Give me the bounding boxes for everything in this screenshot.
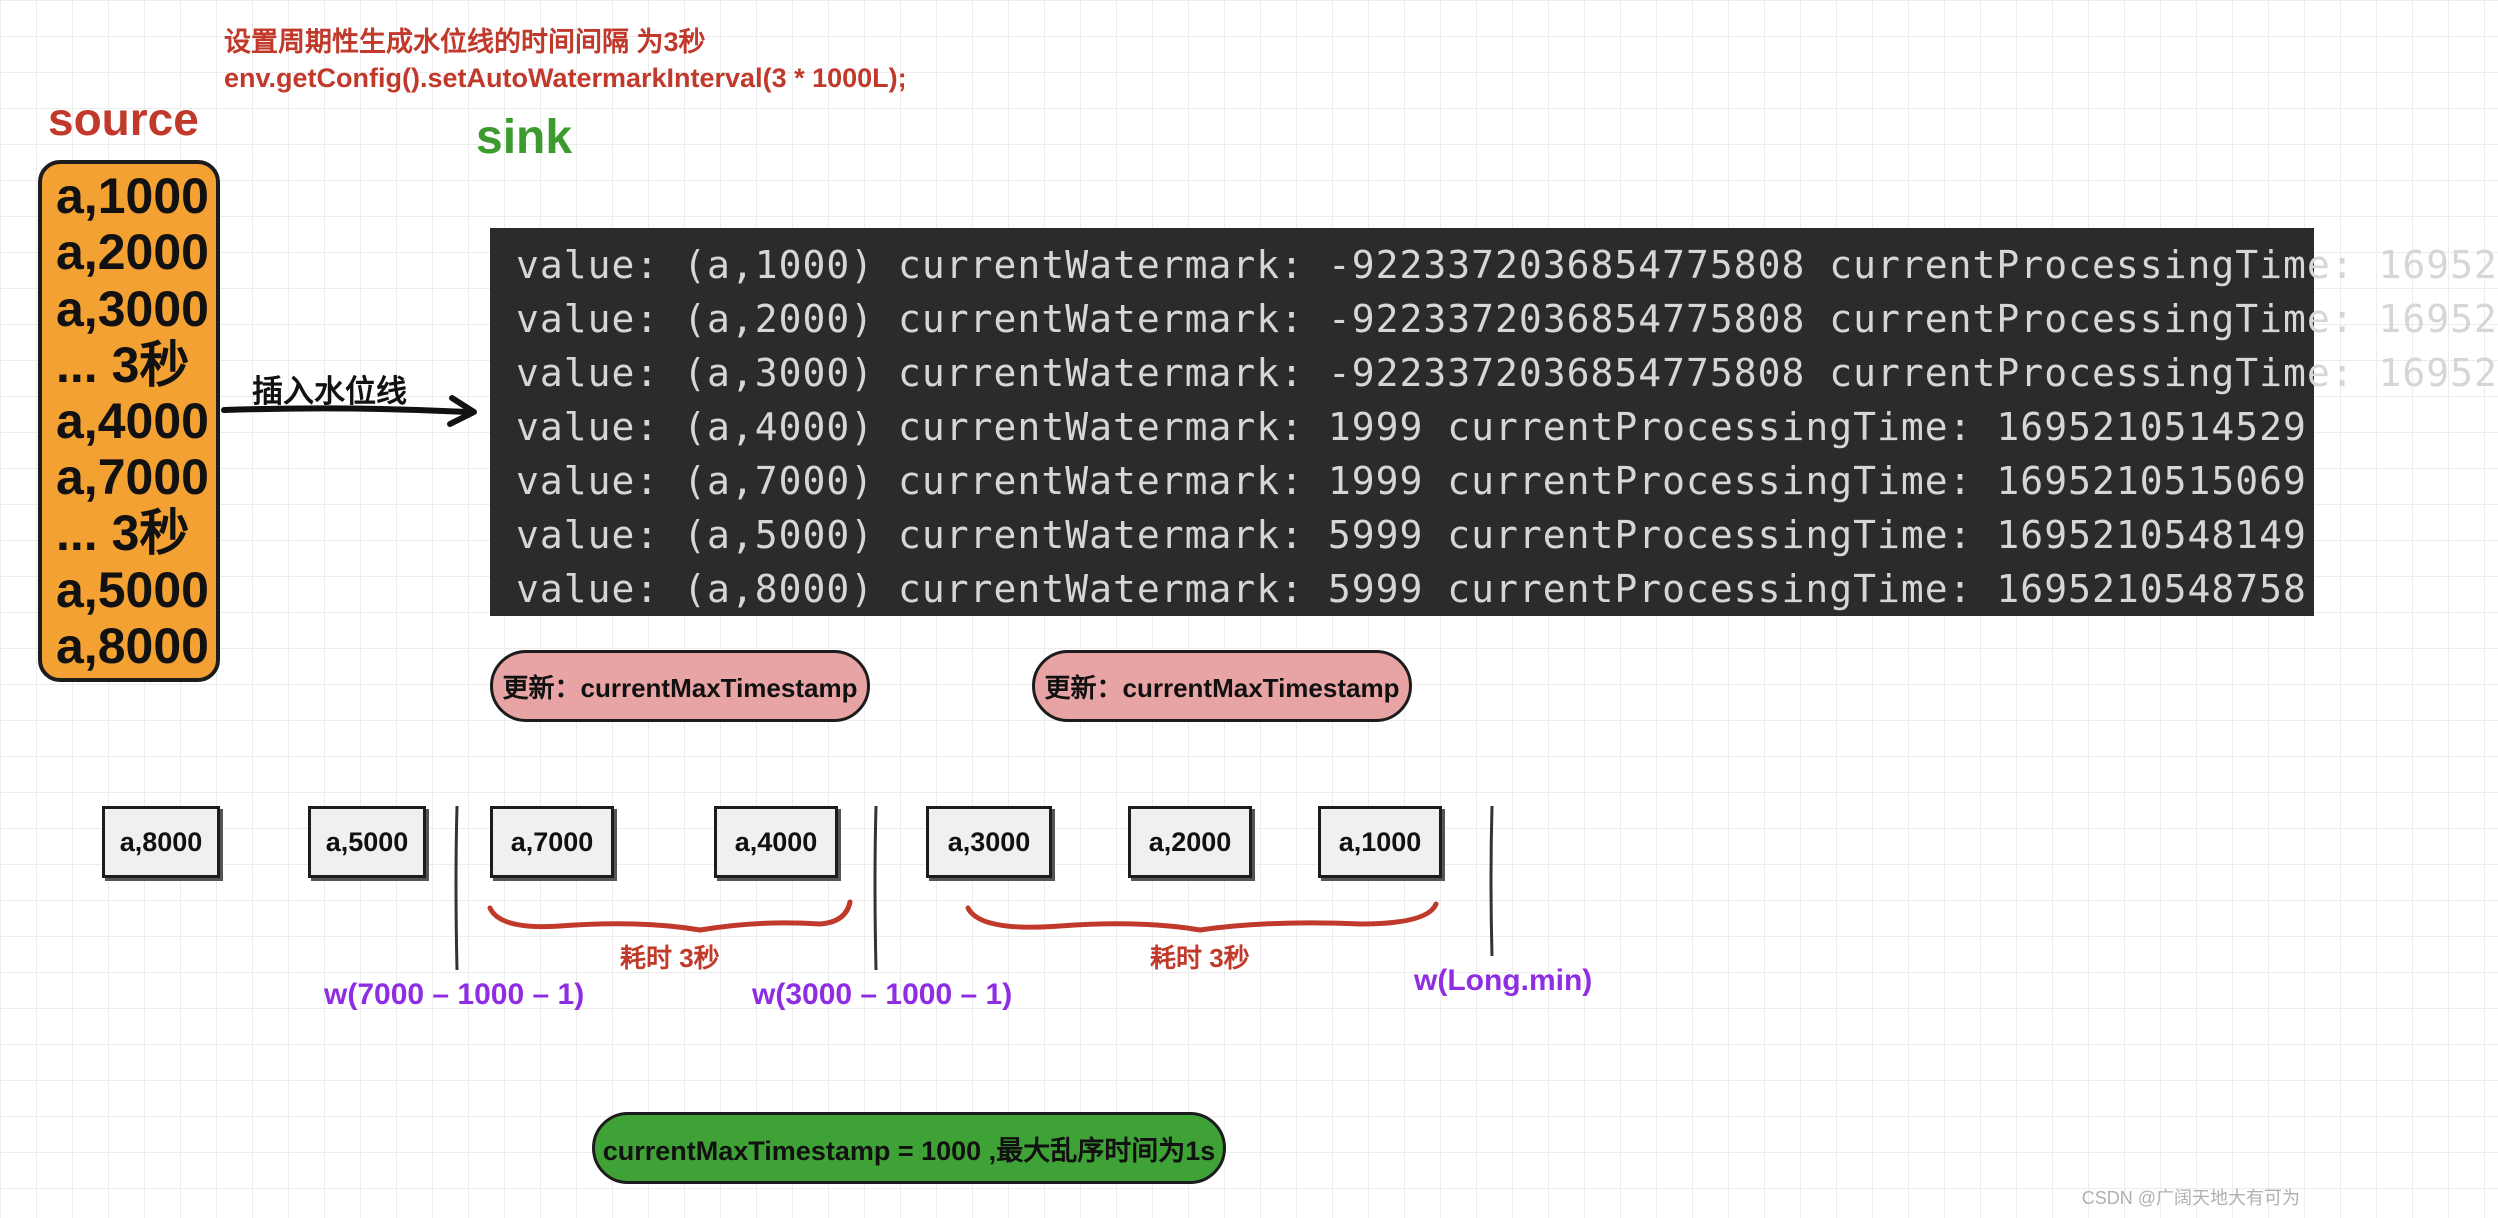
console-line: value: (a,7000) currentWatermark: 1999 c… [516, 459, 2307, 503]
diagram-overlay [221, 395, 1494, 971]
stream-event: a,3000 [926, 806, 1052, 878]
console-line: value: (a,8000) currentWatermark: 5999 c… [516, 567, 2307, 611]
watermark-label: w(7000 – 1000 – 1) [324, 978, 585, 1011]
source-item: a,1000 [56, 168, 209, 225]
sink-title: sink [476, 111, 573, 164]
interval-note-code: env.getConfig().setAutoWatermarkInterval… [224, 63, 907, 93]
interval-note-text: 设置周期性生成水位线的时间间隔 为3秒 [224, 27, 706, 57]
duration-label: 耗时 3秒 [620, 943, 720, 973]
sink-console: value: (a,1000) currentWatermark: -92233… [490, 228, 2498, 616]
insert-watermark-label: 插入水位线 [252, 374, 407, 409]
duration-brace [965, 901, 1439, 933]
source-item: a,8000 [56, 617, 209, 674]
max-out-of-order-note: currentMaxTimestamp = 1000 ,最大乱序时间为1s [592, 1112, 1226, 1184]
console-line: value: (a,5000) currentWatermark: 5999 c… [516, 513, 2307, 557]
insert-watermark-arrow [221, 395, 477, 427]
source-item: a,5000 [56, 561, 209, 618]
source-item: a,3000 [56, 280, 209, 337]
source-title: source [48, 93, 199, 145]
watermark-separator [1489, 805, 1494, 957]
stream-event: a,1000 [1318, 806, 1442, 878]
watermark-separator [454, 805, 459, 971]
stream-event: a,4000 [714, 806, 838, 878]
duration-label: 耗时 3秒 [1150, 943, 1250, 973]
stream-event: a,8000 [102, 806, 220, 878]
update-max-timestamp-pill: 更新：currentMaxTimestamp [1032, 650, 1412, 722]
duration-brace [487, 899, 853, 933]
console-line: value: (a,3000) currentWatermark: -92233… [516, 351, 2498, 395]
stream-event: a,2000 [1128, 806, 1252, 878]
interval-note: 设置周期性生成水位线的时间间隔 为3秒 env.getConfig().setA… [224, 24, 1124, 96]
stream-event: a,7000 [490, 806, 614, 878]
source-item: ... 3秒 [56, 505, 190, 562]
source-item: a,2000 [56, 224, 209, 281]
console-line: value: (a,1000) currentWatermark: -92233… [516, 243, 2498, 287]
stream-event: a,5000 [308, 806, 426, 878]
watermark-separator [873, 805, 878, 971]
console-line: value: (a,2000) currentWatermark: -92233… [516, 297, 2498, 341]
update-max-timestamp-pill: 更新：currentMaxTimestamp [490, 650, 870, 722]
source-item: ... 3秒 [56, 336, 190, 393]
watermark-label: w(Long.min) [1414, 964, 1593, 997]
source-box: a,1000 a,2000 a,3000 ... 3秒 a,4000 a,700… [38, 160, 220, 682]
csdn-credit: CSDN @广阔天地大有可为 [2081, 1188, 2300, 1208]
console-line: value: (a,4000) currentWatermark: 1999 c… [516, 405, 2307, 449]
source-item: a,7000 [56, 449, 209, 506]
source-item: a,4000 [56, 392, 209, 449]
watermark-label: w(3000 – 1000 – 1) [752, 978, 1013, 1011]
